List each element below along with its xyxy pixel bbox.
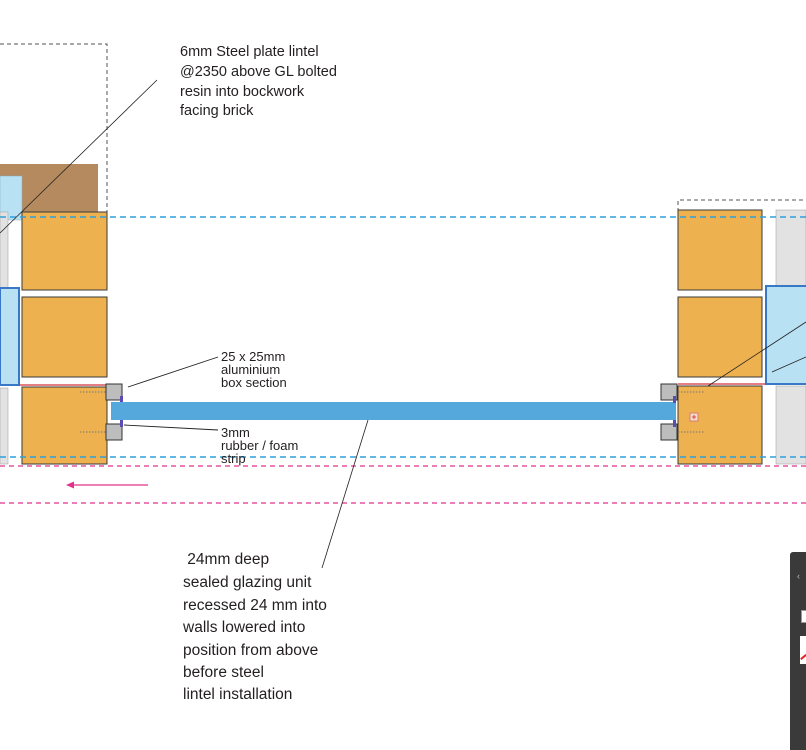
rubber-strip-leader-line xyxy=(123,424,219,431)
left-light-blue-cavity xyxy=(0,175,23,221)
right-box-section-lower xyxy=(660,423,678,441)
left-rubber-strip-lower xyxy=(120,420,123,427)
box-section-annotation: 25 x 25mm aluminium box section xyxy=(221,349,289,390)
collapse-chevron-icon[interactable]: ‹ xyxy=(797,571,800,581)
right-leader-line-1 xyxy=(707,321,806,387)
left-box-section-lower xyxy=(105,423,123,441)
left-grey-block-bottom xyxy=(0,387,9,465)
lintel-leader-line xyxy=(0,79,158,234)
sealed-glazing-unit xyxy=(111,402,676,420)
glazing-leader-line xyxy=(321,419,369,569)
right-wall xyxy=(660,209,806,465)
swatch-icon[interactable] xyxy=(800,636,806,664)
right-leader-line-2 xyxy=(771,356,806,373)
right-brick-3 xyxy=(677,385,763,465)
rubber-strip-annotation: 3mm rubber / foam strip xyxy=(221,425,302,466)
left-grey-block-top xyxy=(0,211,9,289)
anchor-point-icon xyxy=(689,412,699,422)
frame-icon[interactable] xyxy=(801,610,806,623)
left-brick-2 xyxy=(21,296,108,378)
left-bounding-dashed-box xyxy=(0,43,108,215)
left-brick-3 xyxy=(21,386,108,465)
right-brick-1 xyxy=(677,209,763,291)
lintel-annotation: 6mm Steel plate lintel @2350 above GL bo… xyxy=(180,44,341,119)
right-bounding-dashed-box xyxy=(677,199,806,212)
left-rubber-strip-upper xyxy=(120,396,123,403)
right-rubber-strip-upper xyxy=(673,396,676,403)
right-grey-block-top xyxy=(775,209,806,287)
left-wall xyxy=(0,164,123,465)
right-rubber-strip-lower xyxy=(673,420,676,427)
right-brick-2 xyxy=(677,296,763,378)
left-blue-frame xyxy=(0,287,20,386)
glazing-unit-annotation: 24mm deep sealed glazing unit recessed 2… xyxy=(182,0,348,703)
left-box-section-upper xyxy=(105,383,123,401)
magenta-arrow-icon xyxy=(66,481,148,489)
box-section-leader-line xyxy=(127,356,219,388)
left-brick-1 xyxy=(21,211,108,291)
side-tool-panel[interactable]: ‹ xyxy=(790,552,806,750)
right-grey-block-bottom xyxy=(775,385,806,465)
